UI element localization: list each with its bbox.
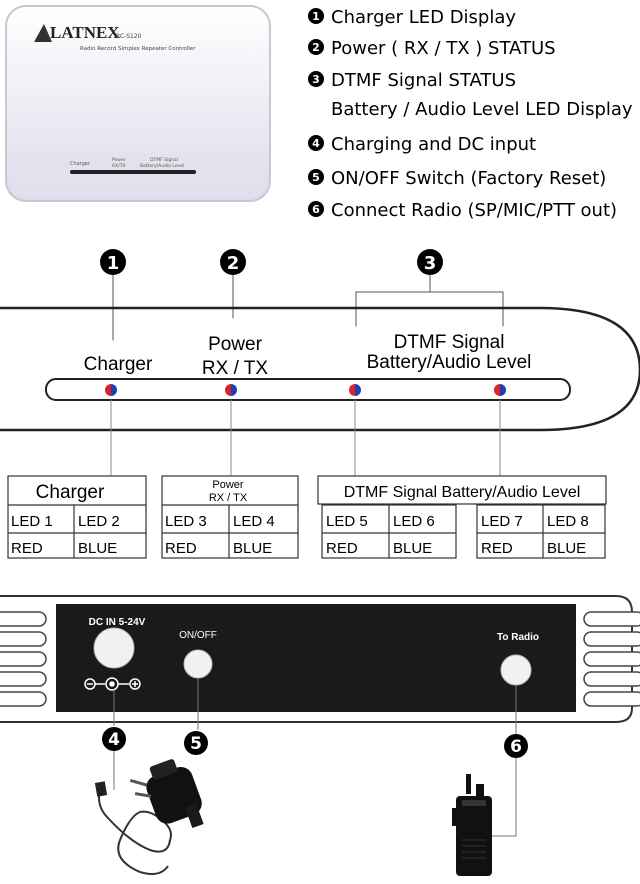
device-label-power2: RX/TX <box>112 163 126 169</box>
led-pair-dtmf-a <box>349 384 361 396</box>
table-charger-color-1: RED <box>11 540 43 557</box>
dc-in-jack[interactable] <box>93 627 135 669</box>
led-pair-charger <box>105 384 117 396</box>
callout-3: 3 <box>355 249 504 327</box>
table-charger-title: Charger <box>36 482 105 503</box>
onoff-label: ON/OFF <box>179 630 217 641</box>
brand-logo-icon <box>34 24 52 42</box>
polarity-icon <box>84 677 141 691</box>
svg-text:5: 5 <box>312 171 320 184</box>
callout-5: 5 <box>184 678 208 755</box>
legend-text-4: Charging and DC input <box>331 134 536 155</box>
svg-text:1: 1 <box>107 253 120 274</box>
legend-item-6: 6 Connect Radio (SP/MIC/PTT out) <box>308 200 617 221</box>
svg-text:6: 6 <box>510 737 522 757</box>
front-label-charger: Charger <box>84 354 153 375</box>
callout-6: 6 <box>492 685 528 837</box>
to-radio-port[interactable] <box>500 654 532 686</box>
table-dtmf-led-5: LED 5 <box>326 513 368 530</box>
charger-adapter-icon <box>94 759 204 875</box>
device-brand: LATNEX <box>50 23 120 42</box>
callout-1: 1 <box>100 249 126 341</box>
svg-text:2: 2 <box>227 253 240 274</box>
table-power-color-3: RED <box>165 540 197 557</box>
callout-4: 4 <box>102 690 126 790</box>
back-panel-dark <box>56 604 576 712</box>
table-dtmf-color-7: RED <box>481 540 513 557</box>
legend-item-5: 5 ON/OFF Switch (Factory Reset) <box>308 168 606 189</box>
table-dtmf-color-6: BLUE <box>393 540 432 557</box>
device-model: RC-S120 <box>116 33 142 40</box>
back-panel: DC IN 5-24V ON/OFF To Radio <box>0 595 640 723</box>
svg-text:3: 3 <box>312 73 320 86</box>
table-dtmf-color-8: BLUE <box>547 540 586 557</box>
right-vents <box>583 611 640 707</box>
legend-item-3: 3 DTMF Signal STATUS <box>308 70 516 91</box>
front-label-power-2: RX / TX <box>202 358 268 379</box>
led-pair-dtmf-b <box>494 384 506 396</box>
device-photo: LATNEX RC-S120 Radio Record Simplex Repe… <box>5 5 271 202</box>
svg-text:2: 2 <box>312 41 320 54</box>
led-pair-power <box>225 384 237 396</box>
table-dtmf-led-8: LED 8 <box>547 513 589 530</box>
svg-text:1: 1 <box>312 10 320 23</box>
legend-text-1: Charger LED Display <box>331 7 516 28</box>
front-led-strip <box>45 378 571 401</box>
legend-text-5: ON/OFF Switch (Factory Reset) <box>331 168 606 189</box>
legend-item-4: 4 Charging and DC input <box>308 134 536 155</box>
svg-text:4: 4 <box>312 137 320 150</box>
device-label-dtmf: DTMF Signal <box>150 157 178 163</box>
led-table-charger <box>7 475 147 559</box>
onoff-switch[interactable] <box>183 649 213 679</box>
table-power-title-1: Power <box>212 479 244 491</box>
table-power-color-4: BLUE <box>233 540 272 557</box>
table-power-led-3: LED 3 <box>165 513 207 530</box>
front-panel-outline <box>0 306 640 432</box>
table-dtmf-led-6: LED 6 <box>393 513 435 530</box>
table-dtmf-color-5: RED <box>326 540 358 557</box>
front-label-power-1: Power <box>208 334 263 355</box>
front-label-dtmf-2: Battery/Audio Level <box>367 352 532 373</box>
device-label-dtmf2: Battery/Audio Level <box>140 163 184 169</box>
legend-item-1: 1 Charger LED Display <box>308 7 516 28</box>
device-label-charger: Charger <box>70 161 91 167</box>
table-power-title-2: RX / TX <box>209 492 248 504</box>
table-power-led-4: LED 4 <box>233 513 275 530</box>
table-dtmf-title: DTMF Signal Battery/Audio Level <box>344 484 581 501</box>
led-table-power <box>161 475 299 559</box>
callout-2: 2 <box>220 249 246 319</box>
svg-text:5: 5 <box>190 734 202 754</box>
device-label-power: Power <box>112 157 126 163</box>
legend-text-3b: Battery / Audio Level LED Display <box>331 99 633 120</box>
legend-text-2: Power ( RX / TX ) STATUS <box>331 38 556 59</box>
left-vents <box>0 611 47 707</box>
legend-text-6: Connect Radio (SP/MIC/PTT out) <box>331 200 617 221</box>
svg-text:4: 4 <box>108 730 120 750</box>
legend-item-2: 2 Power ( RX / TX ) STATUS <box>308 38 556 59</box>
table-charger-color-2: BLUE <box>78 540 117 557</box>
to-radio-label: To Radio <box>497 632 539 643</box>
led-table-dtmf <box>317 475 607 559</box>
radio-transceiver-icon <box>452 774 492 876</box>
table-charger-led-1: LED 1 <box>11 513 53 530</box>
front-panel: 1 2 3 Charger Power RX / TX DTMF Signal … <box>0 249 640 476</box>
device-led-strip <box>70 170 196 174</box>
dc-in-label: DC IN 5-24V <box>89 617 146 628</box>
svg-text:6: 6 <box>312 203 320 216</box>
front-label-dtmf-1: DTMF Signal <box>394 332 505 353</box>
device-subtitle: Radio Record Simplex Repeater Controller <box>80 46 196 52</box>
legend: 1 Charger LED Display 2 Power ( RX / TX … <box>308 7 633 221</box>
table-charger-led-2: LED 2 <box>78 513 120 530</box>
table-dtmf-led-7: LED 7 <box>481 513 523 530</box>
svg-text:3: 3 <box>424 253 437 274</box>
legend-text-3: DTMF Signal STATUS <box>331 70 516 91</box>
